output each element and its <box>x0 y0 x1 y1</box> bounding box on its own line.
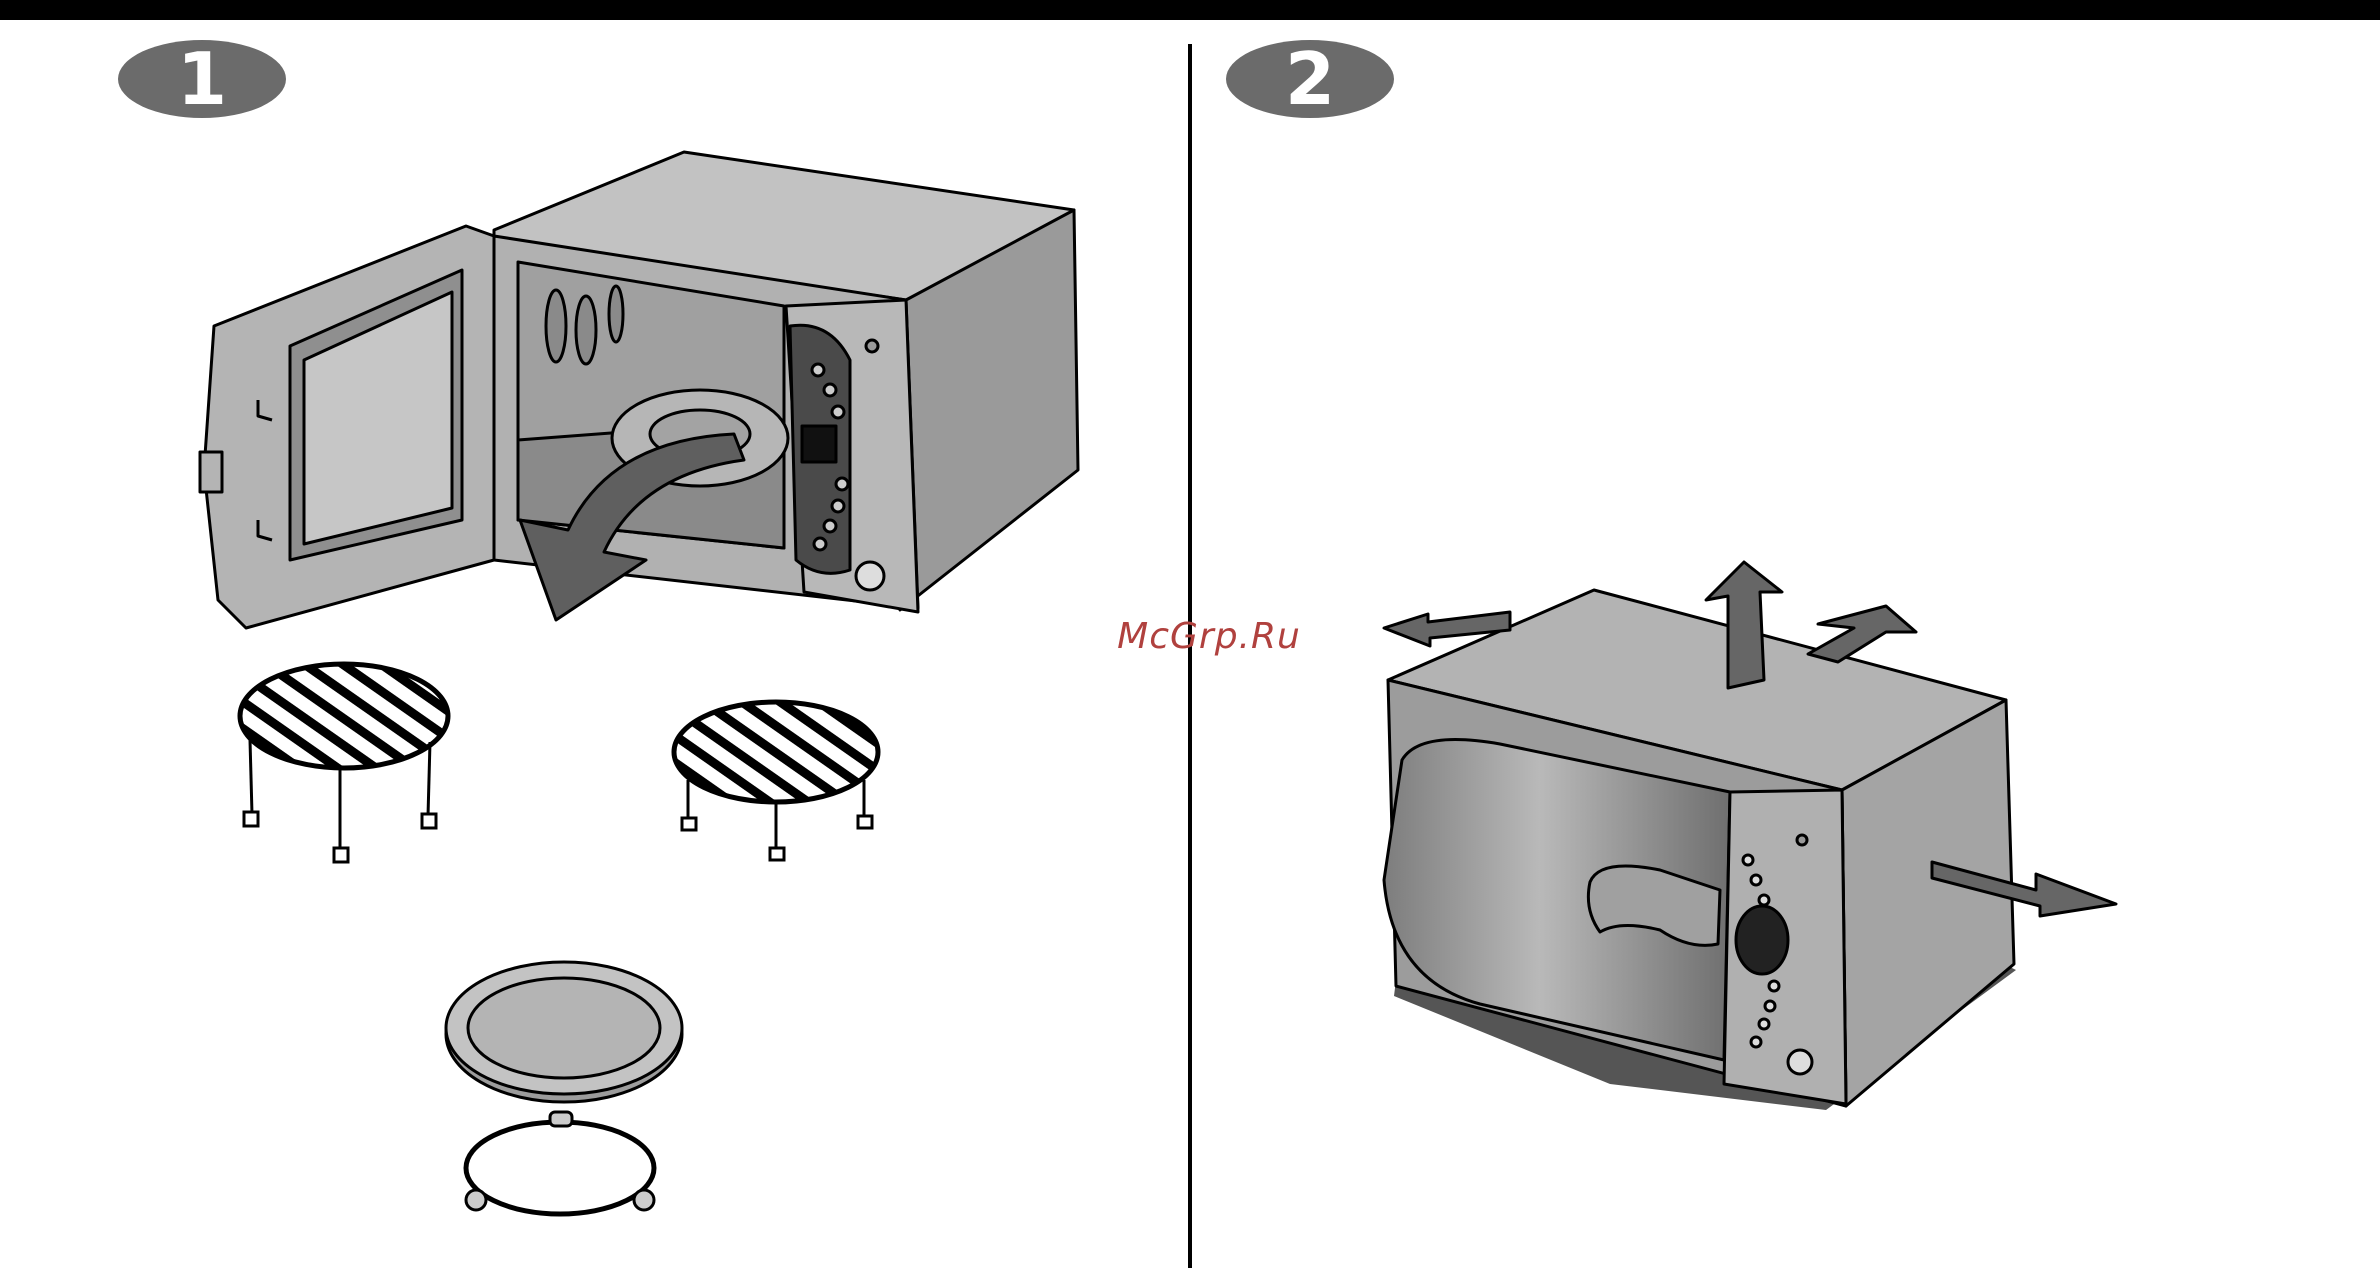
roller-ring-icon <box>466 1112 654 1214</box>
high-rack-icon <box>240 664 448 862</box>
low-rack-icon <box>674 702 878 860</box>
turntable-plate-icon <box>446 962 682 1102</box>
watermark-text: McGrp.Ru <box>1094 612 1324 662</box>
microwave-closed-icon <box>1384 590 2016 1110</box>
microwave-open-icon <box>200 152 1078 628</box>
